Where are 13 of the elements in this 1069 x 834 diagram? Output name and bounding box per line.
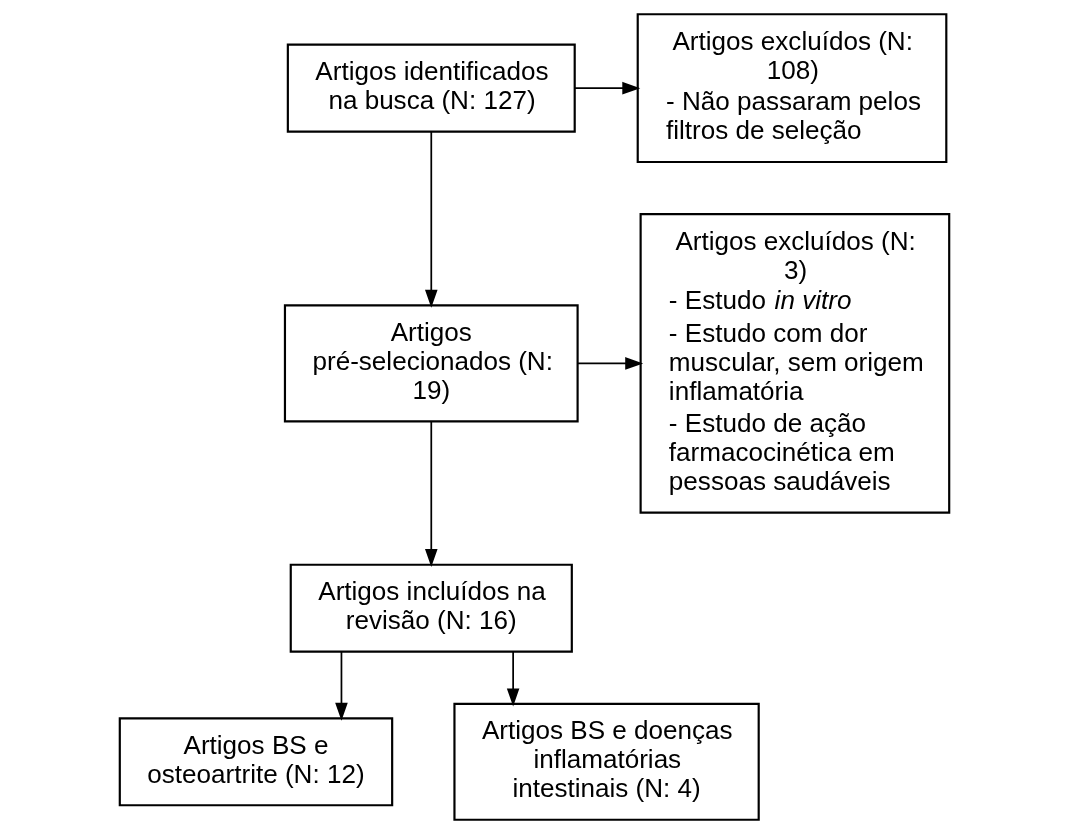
node-box: Artigos excluídos (N: 3) - Estudo in vitro - Estudo com dor muscular, sem origem inflamatória - Estudo de ação farmacocinética em pessoas saudáveis (639, 213, 951, 514)
arrow (506, 650, 520, 707)
arrow (425, 130, 438, 308)
arrow (574, 81, 641, 95)
node-box: Artigos identificados na busca (N: 127) (286, 43, 576, 133)
node-box: Artigos pré-selecionados (N: 19) (283, 304, 579, 423)
node-box: Artigos incluídos na revisão (N: 16) (289, 563, 573, 653)
arrow (335, 650, 348, 721)
arrow (576, 357, 644, 370)
node-box: Artigos BS e osteoartrite (N: 12) (118, 717, 394, 807)
node-box: Artigos excluídos (N: 108) - Não passaram pelos filtros de seleção (636, 13, 948, 164)
node-box: Artigos BS e doenças inflamatórias intestinais (N: 4) (453, 702, 760, 821)
arrow (425, 420, 438, 568)
